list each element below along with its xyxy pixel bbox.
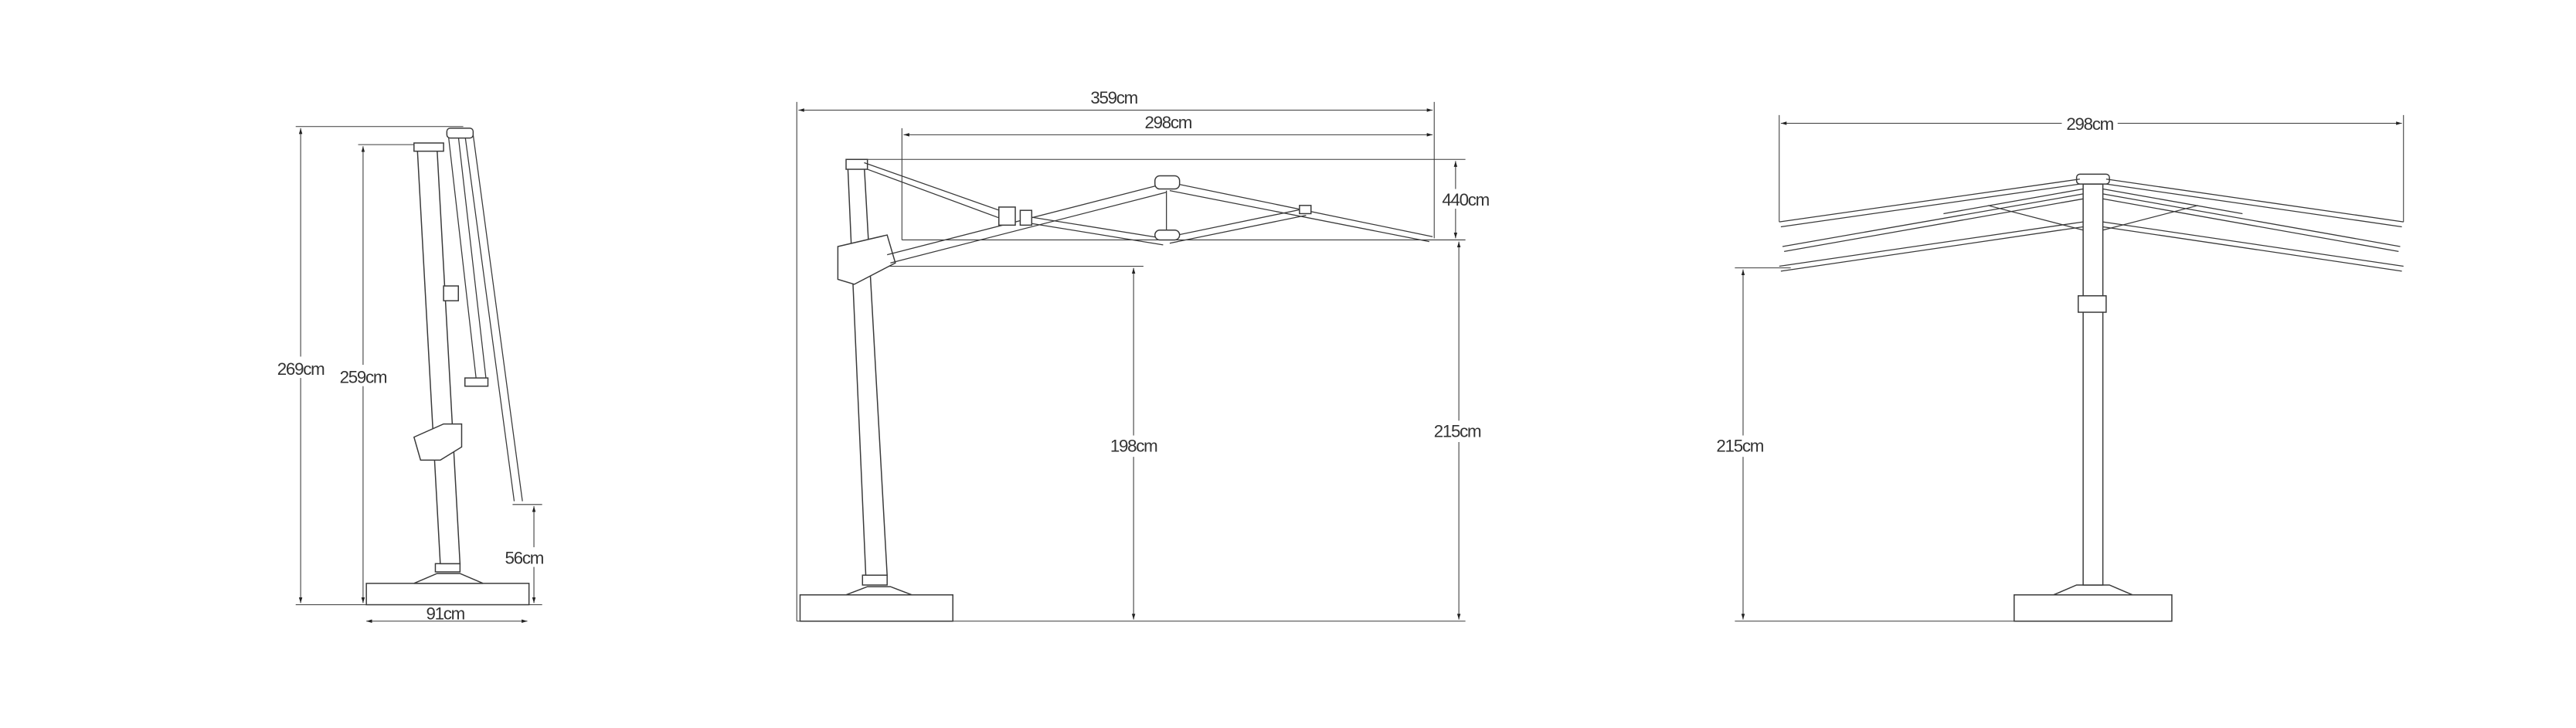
- base-plate: [365, 583, 530, 606]
- base-hub: [413, 573, 484, 584]
- base-plate: [799, 594, 953, 622]
- label-overall-height: 215cm: [1716, 437, 1763, 456]
- middle-ribs: [1782, 193, 2401, 252]
- runner: [1154, 229, 1181, 241]
- top-hub: [2075, 173, 2110, 185]
- arm-bracket: [413, 423, 463, 461]
- strut-joint: [1019, 209, 1033, 226]
- label-canopy-depth: 440cm: [1442, 190, 1489, 209]
- top-hub: [1154, 175, 1181, 190]
- label-pole-height: 259cm: [340, 367, 387, 386]
- label-total-reach: 359cm: [1090, 88, 1137, 107]
- upper-strut: [864, 162, 1009, 221]
- base-plate: [2014, 594, 2173, 622]
- folded-side-view: 269cm 259cm 56cm 91cm: [272, 126, 545, 624]
- base-hub: [845, 586, 912, 596]
- arm-bracket: [837, 234, 896, 285]
- label-overall-height: 215cm: [1434, 422, 1481, 441]
- label-base-width: 91cm: [426, 604, 464, 624]
- label-clearance-height: 198cm: [1110, 437, 1157, 456]
- label-rib-clearance: 56cm: [505, 548, 544, 567]
- rib-hub: [446, 128, 474, 139]
- pole-foot: [434, 563, 461, 573]
- crank-handle: [2077, 295, 2107, 313]
- label-canopy-width: 298cm: [1144, 113, 1191, 132]
- pole-cap: [413, 142, 444, 152]
- pole: [416, 147, 461, 565]
- label-overall-height: 269cm: [277, 359, 325, 379]
- pole-foot: [861, 574, 888, 586]
- lower-ribs: [1779, 221, 2404, 272]
- support-struts: [1943, 188, 2243, 231]
- lower-struts: [1030, 208, 1307, 246]
- open-side-view: 359cm 298cm 440cm 215cm 198cm: [796, 88, 1492, 622]
- pole: [847, 163, 888, 576]
- rib-joint: [1299, 205, 1312, 215]
- base-hub: [2053, 584, 2133, 596]
- runner: [464, 377, 489, 387]
- rib-joint: [443, 285, 459, 301]
- label-canopy-width: 298cm: [2066, 114, 2113, 134]
- front-open-view: 298cm 215cm: [1711, 113, 2404, 622]
- top-ribs: [1779, 179, 2404, 228]
- arm-joint: [998, 206, 1016, 226]
- pole-cap: [845, 158, 868, 170]
- pole: [2082, 183, 2104, 586]
- folded-ribs: [447, 134, 523, 502]
